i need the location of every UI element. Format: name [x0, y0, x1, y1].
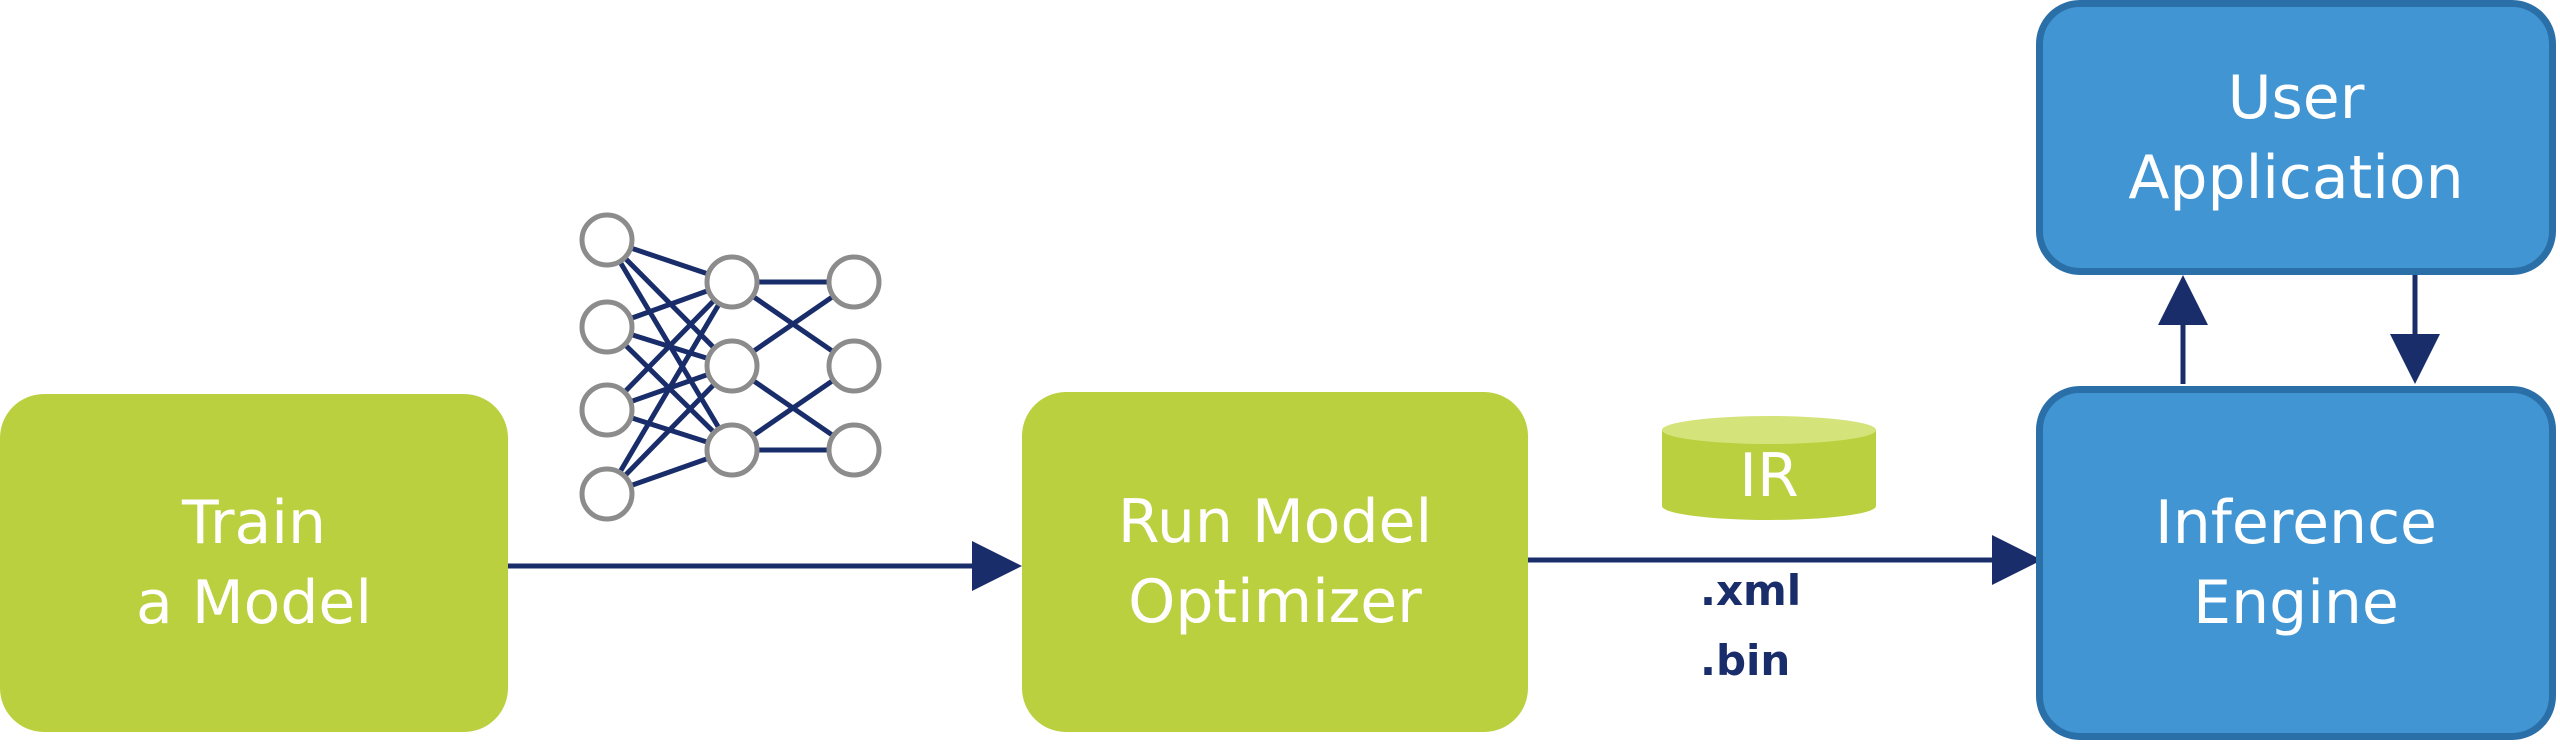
model-optimizer-line2: Optimizer — [1128, 567, 1422, 637]
ir-label: IR — [1739, 441, 1798, 511]
model-optimizer-box: Run Model Optimizer — [1022, 392, 1528, 732]
inference-engine-box: Inference Engine — [2036, 386, 2556, 740]
train-model-line2: a Model — [136, 568, 372, 638]
neural-network-icon — [579, 212, 882, 522]
train-model-box: Train a Model — [0, 394, 508, 732]
user-application-line2: Application — [2128, 142, 2464, 213]
ir-bin-label: .bin — [1700, 636, 1791, 685]
database-cylinder-icon: IR — [1662, 416, 1876, 520]
user-application-box: User Application — [2036, 0, 2556, 275]
train-model-line1: Train — [182, 488, 326, 558]
user-application-line1: User — [2227, 62, 2365, 133]
inference-engine-line1: Inference — [2155, 488, 2437, 558]
model-optimizer-line1: Run Model — [1117, 487, 1433, 557]
inference-engine-line2: Engine — [2193, 568, 2399, 638]
ir-xml-label: .xml — [1700, 566, 1802, 615]
